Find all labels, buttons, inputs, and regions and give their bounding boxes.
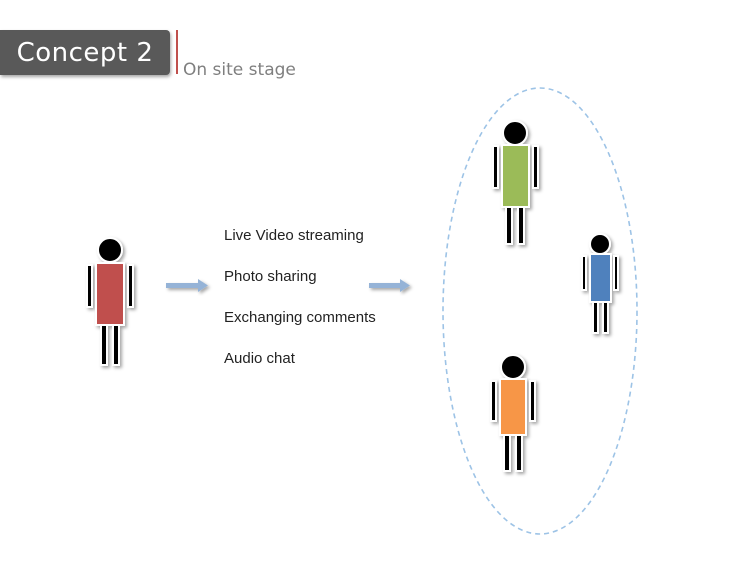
activity-item: Photo sharing — [224, 268, 317, 285]
activity-item: Live Video streaming — [224, 227, 364, 244]
slide-subtitle: On site stage — [183, 60, 296, 80]
activity-item: Exchanging comments — [224, 309, 376, 326]
activity-list: Live Video streaming Photo sharing Excha… — [224, 226, 376, 390]
right-arrow-icon — [166, 279, 208, 292]
title-divider — [176, 30, 178, 74]
viewer-person-icon — [490, 354, 536, 472]
title-banner: Concept 2 — [0, 30, 170, 75]
viewer-person-icon — [581, 233, 619, 334]
viewer-person-icon — [492, 120, 539, 245]
right-arrow-icon — [369, 279, 410, 292]
slide-title: Concept 2 — [16, 37, 154, 68]
activity-item: Audio chat — [224, 350, 295, 367]
sender-person-icon — [86, 237, 134, 366]
viewer-group-outline — [442, 87, 638, 535]
